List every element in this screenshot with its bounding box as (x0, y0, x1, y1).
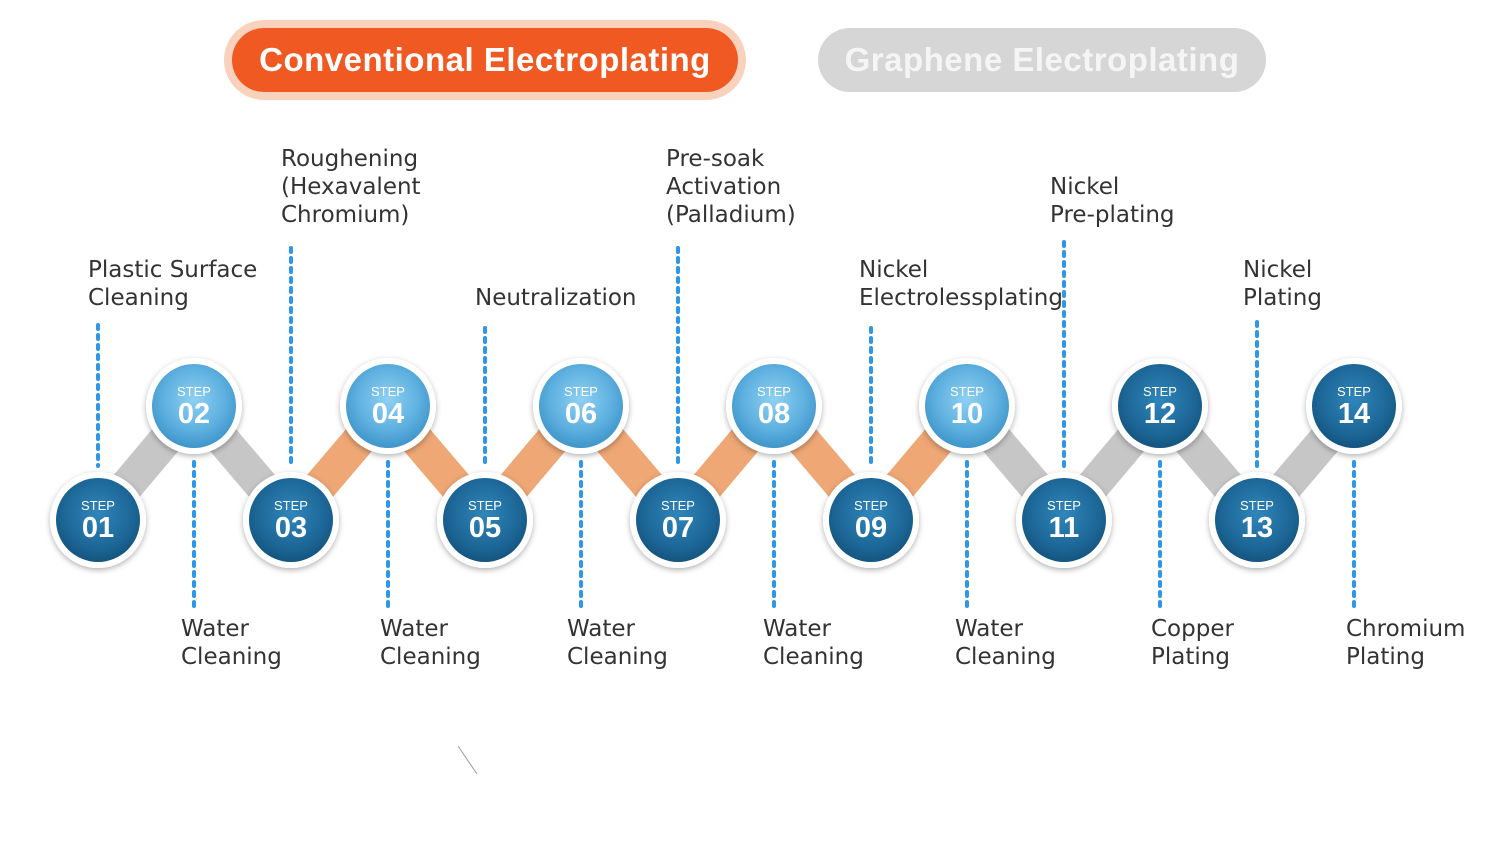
step-number: 13 (1241, 512, 1273, 544)
step-number: 14 (1338, 398, 1370, 430)
step-prefix: STEP (854, 498, 888, 513)
step-prefix: STEP (177, 384, 211, 399)
step-number: 07 (662, 512, 694, 544)
tab-conventional-electroplating[interactable]: Conventional Electroplating (232, 28, 738, 92)
tab-graphene-electroplating[interactable]: Graphene Electroplating (818, 28, 1266, 92)
step-label-06: Water Cleaning (567, 616, 668, 670)
step-label-04: Water Cleaning (380, 616, 481, 670)
step-number: 12 (1144, 398, 1176, 430)
step-number: 02 (178, 398, 210, 430)
step-number: 04 (372, 398, 404, 430)
step-number: 05 (469, 512, 501, 544)
step-label-13: Nickel Plating (1243, 257, 1322, 311)
step-prefix: STEP (1337, 384, 1371, 399)
step-node-disc (443, 478, 527, 562)
step-node-disc (249, 478, 333, 562)
step-prefix: STEP (468, 498, 502, 513)
step-label-05: Neutralization (475, 285, 637, 311)
step-number: 08 (758, 398, 790, 430)
step-prefix: STEP (1047, 498, 1081, 513)
step-node-disc (1312, 364, 1396, 448)
step-node-disc (1118, 364, 1202, 448)
step-prefix: STEP (1143, 384, 1177, 399)
step-number: 03 (275, 512, 307, 544)
step-label-02: Water Cleaning (181, 616, 282, 670)
step-label-11: Nickel Pre-plating (1050, 174, 1175, 228)
step-node-disc (1022, 478, 1106, 562)
step-prefix: STEP (1240, 498, 1274, 513)
step-node-disc (829, 478, 913, 562)
step-node-disc (732, 364, 816, 448)
step-node-disc (636, 478, 720, 562)
step-node-disc (1215, 478, 1299, 562)
step-node-disc (925, 364, 1009, 448)
step-label-09: Nickel Electrolessplating (859, 257, 1063, 311)
step-label-03: Roughening (Hexavalent Chromium) (281, 146, 421, 228)
step-prefix: STEP (371, 384, 405, 399)
step-node-disc (56, 478, 140, 562)
step-prefix: STEP (81, 498, 115, 513)
step-prefix: STEP (661, 498, 695, 513)
step-label-12: Copper Plating (1151, 616, 1234, 670)
step-label-14: Chromium Plating (1346, 616, 1466, 670)
step-node-disc (539, 364, 623, 448)
step-label-08: Water Cleaning (763, 616, 864, 670)
stray-mark (457, 745, 478, 775)
step-label-07: Pre-soak Activation (Palladium) (666, 146, 796, 228)
step-prefix: STEP (950, 384, 984, 399)
step-number: 01 (82, 512, 114, 544)
step-number: 06 (565, 398, 597, 430)
step-prefix: STEP (757, 384, 791, 399)
step-number: 09 (855, 512, 887, 544)
step-prefix: STEP (564, 384, 598, 399)
step-number: 10 (951, 398, 983, 430)
step-prefix: STEP (274, 498, 308, 513)
step-label-10: Water Cleaning (955, 616, 1056, 670)
step-label-01: Plastic Surface Cleaning (88, 257, 258, 311)
step-node-disc (152, 364, 236, 448)
step-number: 11 (1049, 512, 1080, 544)
step-node-disc (346, 364, 430, 448)
